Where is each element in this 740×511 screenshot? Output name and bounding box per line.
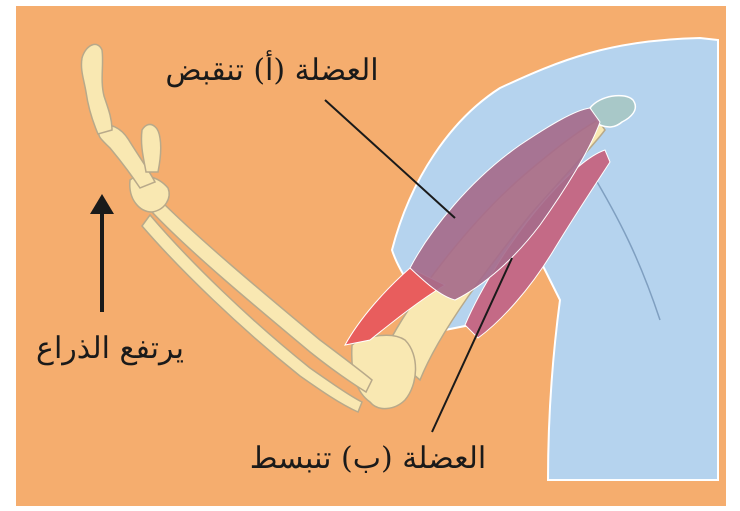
label-muscle-b-relaxes: العضلة (ب) تنبسط [250, 441, 486, 476]
label-muscle-a-contracts: العضلة (أ) تنقبض [165, 50, 378, 88]
label-arm-rises: يرتفع الذراع [36, 331, 184, 366]
thumb-bones [141, 124, 160, 172]
